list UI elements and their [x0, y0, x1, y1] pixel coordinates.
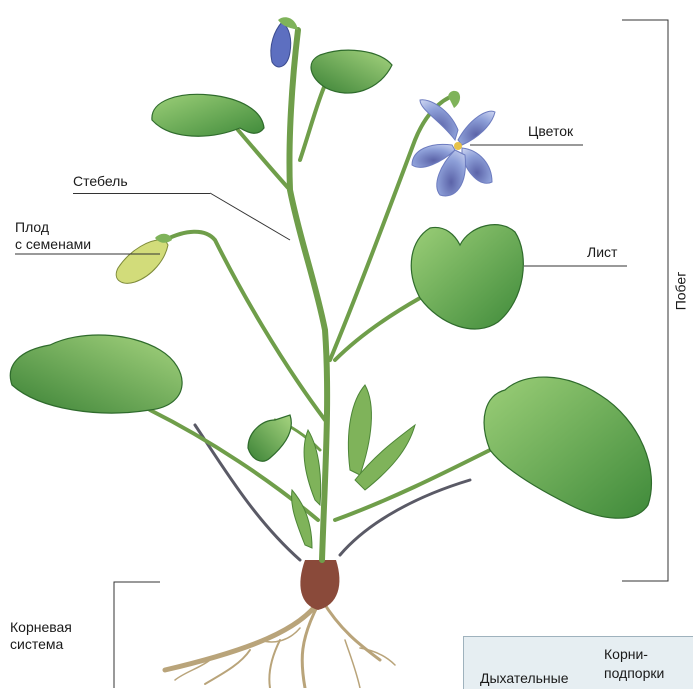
flower-sepal: [448, 91, 460, 108]
label-fruit-line2: с семенами: [15, 236, 91, 253]
label-flower: Цветок: [528, 123, 573, 140]
label-root-line2: система: [10, 636, 63, 653]
label-fruit-line1: Плод: [15, 219, 49, 236]
flower-center: [454, 142, 462, 150]
dry-stalks: [195, 425, 470, 560]
root-types-panel: Дыхательные Корни- подпорки: [463, 636, 693, 689]
root-system: [165, 600, 395, 688]
leaves: [10, 50, 651, 518]
label-breathing-roots: Дыхательные: [480, 670, 568, 686]
label-prop-roots-line2: подпорки: [604, 664, 664, 683]
root-base: [300, 560, 339, 610]
stem-leader-horizontal: [73, 193, 210, 194]
label-shoot: Побег: [672, 272, 688, 311]
violet-flower: [412, 100, 495, 196]
label-prop-roots: Корни- подпорки: [604, 645, 664, 683]
label-prop-roots-line1: Корни-: [604, 645, 664, 664]
basal-shoots: [292, 385, 415, 548]
label-stem: Стебель: [73, 173, 128, 190]
fruit-capsule: [116, 234, 172, 284]
label-leaf: Лист: [587, 244, 617, 261]
label-root-line1: Корневая: [10, 619, 72, 636]
